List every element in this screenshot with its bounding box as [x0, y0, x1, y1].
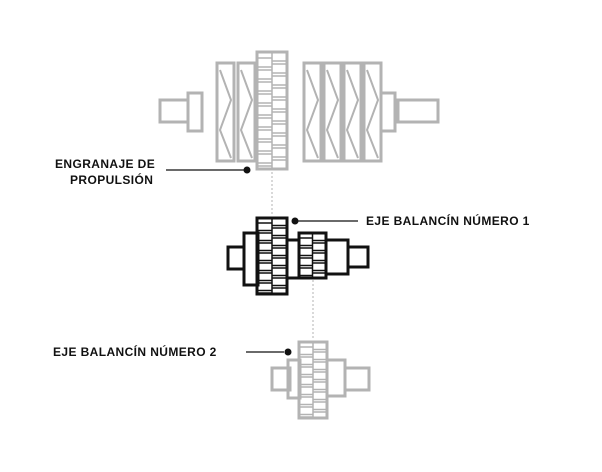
counterweight-left-zigzag-2 — [239, 69, 254, 159]
counterweight-left-zigzag-1 — [218, 69, 233, 159]
crankshaft-left-stub — [158, 98, 190, 124]
leader-dot-drive-gear — [243, 166, 251, 174]
shaft1-driven-gear-teeth — [299, 233, 326, 278]
crankshaft-right-collar — [379, 91, 397, 133]
shaft1-hub — [285, 238, 301, 280]
leader-balance-shaft-1 — [291, 217, 358, 225]
counterweight-right-2 — [322, 61, 343, 163]
label-drive-gear-line1: ENGRANAJE DE — [55, 157, 156, 171]
balance-shaft-1-assembly — [226, 216, 370, 296]
counterweight-right-1 — [302, 61, 323, 163]
shaft1-gear-teeth — [257, 218, 287, 294]
label-balance-shaft-2: EJE BALANCÍN NÚMERO 2 — [53, 345, 217, 359]
label-balance-shaft-1: EJE BALANCÍN NÚMERO 1 — [366, 214, 530, 228]
leader-drive-gear — [166, 166, 251, 174]
balance-shaft-2-assembly — [270, 340, 371, 420]
counterweight-left-1 — [215, 61, 236, 163]
counterweight-left-2 — [236, 61, 257, 163]
crankshaft-assembly — [158, 50, 440, 171]
shaft2-right-stub — [343, 366, 371, 392]
shaft2-left-stub — [270, 366, 292, 392]
shaft2-gear-teeth — [299, 342, 327, 418]
shaft1-right-collar — [324, 238, 350, 276]
shaft1-left-stub — [226, 245, 246, 271]
counterweight-right-zigzag-1 — [305, 69, 320, 159]
leader-balance-shaft-2 — [246, 348, 292, 356]
counterweight-right-3 — [342, 61, 363, 163]
crankshaft-right-stub — [396, 98, 440, 124]
leader-dot-balance-shaft-1 — [291, 217, 299, 225]
crankshaft-left-collar — [186, 91, 204, 133]
shaft2-right-collar — [325, 358, 347, 398]
label-drive-gear-line2: PROPULSIÓN — [70, 173, 154, 187]
counterweight-right-zigzag-3 — [345, 69, 360, 159]
counterweight-right-zigzag-2 — [325, 69, 340, 159]
leader-dot-balance-shaft-2 — [284, 348, 292, 356]
counterweight-right-zigzag-4 — [365, 69, 380, 159]
drive-gear-teeth — [257, 52, 287, 169]
shaft1-right-stub — [346, 245, 370, 269]
